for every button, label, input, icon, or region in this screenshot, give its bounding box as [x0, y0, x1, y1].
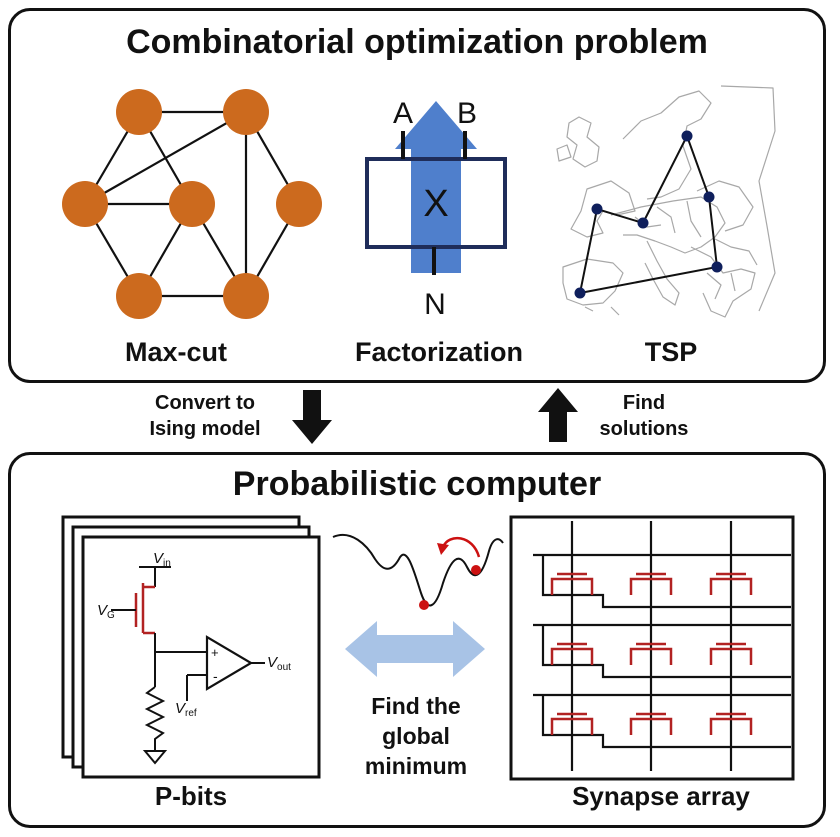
graph-node: [116, 273, 162, 319]
synapse-cell: [550, 572, 594, 595]
vref-label: Vref: [175, 700, 197, 719]
tsp-city: [711, 261, 723, 273]
global-minimum-line3: minimum: [364, 753, 468, 779]
find-solutions-line2: solutions: [599, 418, 689, 440]
convert-label: Convert to Ising model: [130, 390, 280, 442]
synapse-cell: [709, 572, 753, 595]
down-arrow: [292, 390, 332, 444]
tsp-city: [681, 130, 693, 142]
ball-local-minimum: [471, 565, 481, 575]
synapse-cell: [709, 642, 753, 665]
tsp-city: [574, 287, 586, 299]
double-arrow: [345, 621, 485, 677]
tsp-map: [556, 85, 776, 318]
convert-label-line2: Ising model: [149, 418, 261, 440]
vout-label: Vout: [267, 654, 291, 673]
graph-node: [276, 181, 322, 227]
find-solutions-line1: Find: [622, 392, 666, 414]
maxcut-graph: [62, 89, 322, 319]
factor-n-label: N: [424, 288, 446, 321]
graph-node: [169, 181, 215, 227]
factor-b-label: B: [457, 97, 477, 130]
ball-global-minimum: [419, 600, 429, 610]
synapse-cell: [550, 712, 594, 735]
pbits-label: P-bits: [154, 781, 228, 811]
tsp-city: [637, 217, 649, 229]
global-minimum-line1: Find the: [371, 693, 461, 719]
factor-a-label: A: [393, 97, 413, 130]
graph-node: [62, 181, 108, 227]
combinatorial-title: Combinatorial optimization problem: [126, 23, 708, 61]
synapse-cell: [709, 712, 753, 735]
probabilistic-title: Probabilistic computer: [232, 465, 602, 503]
synapse-array-label: Synapse array: [572, 781, 750, 811]
maxcut-label: Max-cut: [124, 337, 227, 367]
up-arrow: [538, 388, 578, 442]
vg-label: VG: [97, 602, 115, 621]
synapse-cell: [629, 572, 673, 595]
tsp-city: [591, 203, 603, 215]
comparator-plus: +: [211, 645, 219, 660]
energy-landscape: [332, 534, 504, 677]
pbits-circuit: Vin VG Vout Vref + -: [61, 515, 321, 779]
tsp-city: [703, 191, 715, 203]
combinatorial-panel: Combinatorial optimization problem: [8, 8, 826, 383]
global-minimum-label: Find the global minimum: [341, 691, 491, 781]
convert-label-line1: Convert to: [155, 392, 255, 414]
synapse-cell: [629, 642, 673, 665]
global-minimum-line2: global: [382, 723, 450, 749]
synapse-cell: [550, 642, 594, 665]
factor-x-label: X: [423, 183, 448, 225]
comparator-minus: -: [213, 668, 218, 684]
graph-node: [223, 273, 269, 319]
vin-label: Vin: [153, 550, 171, 569]
graph-node: [223, 89, 269, 135]
synapse-cell: [629, 712, 673, 735]
synapse-array: [509, 515, 795, 781]
tsp-label: TSP: [644, 337, 698, 367]
graph-node: [116, 89, 162, 135]
probabilistic-panel: Probabilistic computer Vin: [8, 452, 826, 828]
factorization-diagram: A B X N: [365, 97, 507, 321]
factorization-label: Factorization: [354, 337, 523, 367]
find-solutions-label: Find solutions: [584, 390, 704, 442]
